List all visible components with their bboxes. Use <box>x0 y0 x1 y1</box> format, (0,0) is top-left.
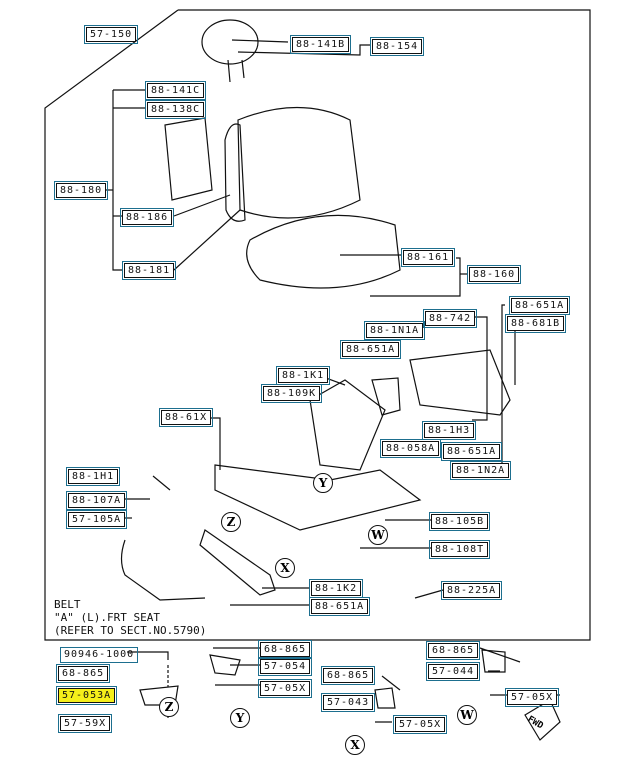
part-label-88-1h3[interactable]: 88-1H3 <box>421 421 477 440</box>
part-label-88-681b[interactable]: 88-681B <box>504 314 567 333</box>
marker-y-detail: Y <box>230 708 250 728</box>
part-label-88-651a[interactable]: 88-651A <box>308 597 371 616</box>
part-label-88-141c[interactable]: 88-141C <box>144 81 207 100</box>
headrest <box>201 19 259 65</box>
part-label-88-651a[interactable]: 88-651A <box>508 296 571 315</box>
recliner-right <box>409 349 511 416</box>
part-label-88-1n2a[interactable]: 88-1N2A <box>449 461 512 480</box>
part-label-88-107a[interactable]: 88-107A <box>65 491 128 510</box>
part-label-88-138c[interactable]: 88-138C <box>144 100 207 119</box>
main-frame <box>44 9 591 641</box>
part-label-57-05x[interactable]: 57-05X <box>504 688 560 707</box>
part-label-88-1k2[interactable]: 88-1K2 <box>308 579 364 598</box>
marker-z: Z <box>221 512 241 532</box>
part-label-57-59x[interactable]: 57-59X <box>57 714 113 733</box>
part-label-68-865[interactable]: 68-865 <box>425 641 481 660</box>
marker-x-detail: X <box>345 735 365 755</box>
part-label-88-742[interactable]: 88-742 <box>422 309 478 328</box>
part-label-68-865[interactable]: 68-865 <box>257 640 313 659</box>
part-label-88-186[interactable]: 88-186 <box>119 208 175 227</box>
marker-x: X <box>275 558 295 578</box>
part-label-88-225a[interactable]: 88-225A <box>440 581 503 600</box>
marker-z-detail: Z <box>159 697 179 717</box>
part-label-88-058a[interactable]: 88-058A <box>379 439 442 458</box>
part-label-88-154[interactable]: 88-154 <box>369 37 425 56</box>
part-label-57-053a-highlighted[interactable]: 57-053A <box>55 686 118 705</box>
part-label-88-1k1[interactable]: 88-1K1 <box>275 366 331 385</box>
part-label-88-181[interactable]: 88-181 <box>121 261 177 280</box>
part-label-57-05x[interactable]: 57-05X <box>257 679 313 698</box>
part-label-68-865[interactable]: 68-865 <box>320 666 376 685</box>
part-label-88-160[interactable]: 88-160 <box>466 265 522 284</box>
marker-w: W <box>368 525 388 545</box>
belt-note: BELT "A" (L).FRT SEAT (REFER TO SECT.NO.… <box>54 598 207 637</box>
part-label-90946-1000[interactable]: 90946-1000 <box>60 647 139 663</box>
part-label-88-108t[interactable]: 88-108T <box>428 540 491 559</box>
belt <box>120 539 206 601</box>
part-label-57-043[interactable]: 57-043 <box>320 693 376 712</box>
fwd-arrow <box>524 699 561 741</box>
part-label-88-61x[interactable]: 88-61X <box>158 408 214 427</box>
marker-y: Y <box>313 473 333 493</box>
part-label-88-105b[interactable]: 88-105B <box>428 512 491 531</box>
part-label-57-054[interactable]: 57-054 <box>257 657 313 676</box>
part-label-88-1h1[interactable]: 88-1H1 <box>65 467 121 486</box>
part-label-88-109k[interactable]: 88-109K <box>260 384 323 403</box>
seatback <box>237 107 361 219</box>
marker-w-detail: W <box>457 705 477 725</box>
cushion <box>246 214 401 289</box>
part-label-68-865[interactable]: 68-865 <box>55 664 111 683</box>
part-label-57-044[interactable]: 57-044 <box>425 662 481 681</box>
part-label-88-180[interactable]: 88-180 <box>53 181 109 200</box>
part-label-88-141b[interactable]: 88-141B <box>289 35 352 54</box>
part-label-57-05x[interactable]: 57-05X <box>392 715 448 734</box>
part-label-88-651a[interactable]: 88-651A <box>440 442 503 461</box>
back-panel <box>164 117 213 201</box>
track-left <box>199 529 276 596</box>
part-label-88-1n1a[interactable]: 88-1N1A <box>363 321 426 340</box>
part-label-57-105a[interactable]: 57-105A <box>65 510 128 529</box>
part-label-88-161[interactable]: 88-161 <box>400 248 456 267</box>
part-label-57-150[interactable]: 57-150 <box>83 25 139 44</box>
part-label-88-651a[interactable]: 88-651A <box>339 340 402 359</box>
